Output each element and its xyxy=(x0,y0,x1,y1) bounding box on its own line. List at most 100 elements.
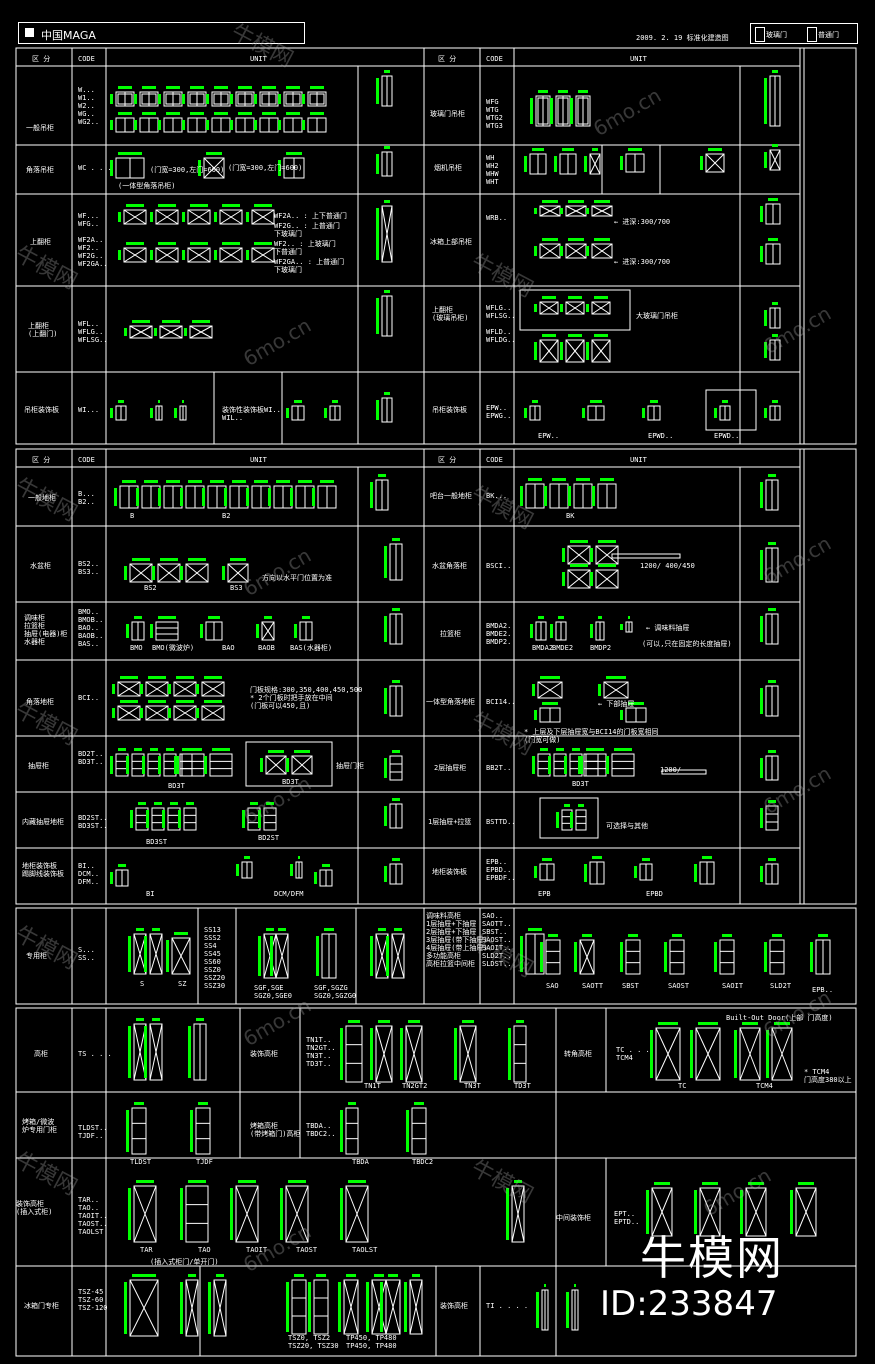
dimension-mark xyxy=(528,478,542,481)
tsz-label-0: TSZ0, TSZ2 TSZ20, TSZ30 xyxy=(288,1334,339,1350)
code-bdst: BD2ST.. BD3ST.. xyxy=(78,814,108,830)
cabinet-door-line xyxy=(459,1025,477,1083)
cabinet-door-line xyxy=(173,681,197,697)
dimension-mark xyxy=(222,566,225,580)
epb-label-0: BI xyxy=(146,890,155,898)
dimension-mark xyxy=(196,1018,204,1021)
note-wf2g: WF2G.. : 上普通门 下玻璃门 xyxy=(274,222,340,238)
tall-bottom-10: EPB.. xyxy=(812,986,834,994)
dimension-mark xyxy=(190,204,208,207)
dimension-mark xyxy=(538,90,548,93)
dimension-mark xyxy=(124,1282,127,1334)
dimension-mark xyxy=(142,112,156,115)
epw-label-1: EPWD.. xyxy=(648,432,674,440)
dimension-mark xyxy=(506,1188,509,1240)
cabinet-door-line xyxy=(565,243,587,259)
cabinet-outline xyxy=(187,209,211,225)
dimension-mark xyxy=(230,558,246,561)
cabinet-door-line xyxy=(655,1027,681,1081)
dimension-mark xyxy=(244,856,250,859)
dimension-mark xyxy=(388,1274,398,1277)
dimension-mark xyxy=(200,624,203,638)
dimension-mark xyxy=(190,1110,193,1152)
cabinet-door-line xyxy=(275,933,289,979)
dimension-mark xyxy=(772,302,778,305)
dimension-mark xyxy=(286,758,289,772)
dimension-mark xyxy=(264,616,272,619)
dimension-mark xyxy=(558,90,568,93)
cabinet-door-line xyxy=(595,569,619,589)
dimension-mark xyxy=(548,756,551,774)
dimension-mark xyxy=(168,684,171,694)
cabinet-outline xyxy=(291,755,313,775)
tn-label-3: TD3T xyxy=(514,1082,531,1090)
dimension-mark xyxy=(768,800,776,803)
section-label-oven: 烤箱/微波 炉专用门柜 xyxy=(22,1118,57,1134)
code-tbd: TBDA.. TBDC2.. xyxy=(306,1122,336,1138)
dimension-mark xyxy=(206,152,222,155)
code-bb2t: BB2T.. xyxy=(486,764,512,772)
dimension-mark xyxy=(132,320,150,323)
dimension-mark xyxy=(818,934,828,937)
dimension-mark xyxy=(188,480,202,483)
cabinet-outline xyxy=(719,939,735,975)
bm-label-0: BMO xyxy=(130,644,143,652)
dimension-mark xyxy=(254,94,257,104)
upper-table-frame xyxy=(15,47,857,445)
dimension-mark xyxy=(258,810,261,828)
dimension-mark xyxy=(188,1026,191,1078)
cabinet-outline xyxy=(575,809,587,831)
dimension-mark xyxy=(384,392,390,395)
note-wf2: WF2.. : 上玻璃门 下普通门 xyxy=(274,240,336,256)
dimension-mark xyxy=(378,928,386,931)
dimension-mark xyxy=(414,1102,424,1105)
note-large-glass: 大玻璃门吊柜 xyxy=(636,312,678,320)
cabinet-door-line xyxy=(157,563,181,583)
bs-label-1: BS3 xyxy=(230,584,243,592)
dimension-mark xyxy=(208,616,220,619)
tall-bottom-5: SAOTT xyxy=(582,982,604,990)
note-wc2: (门宽=300,左门=600) xyxy=(228,164,303,172)
dimension-mark xyxy=(166,480,180,483)
section-label-corner-base: 角落地柜 xyxy=(26,698,54,706)
dimension-mark xyxy=(152,1018,160,1021)
dimension-mark xyxy=(572,748,580,751)
tn-label-2: TN3T xyxy=(464,1082,481,1090)
dimension-mark xyxy=(534,342,537,360)
section-label-fridge-tall: 烤箱高柜 (带烤箱门)高柜 xyxy=(250,1122,301,1138)
dimension-mark xyxy=(384,290,390,293)
tall-bottom-7: SAOST xyxy=(668,982,690,990)
code-tn: TN1T.. TN2GT.. TN3T.. TD3T.. xyxy=(306,1036,336,1068)
tall-bottom-1: SZ xyxy=(178,980,187,988)
cabinet-door-line xyxy=(745,1187,767,1237)
cabinet-door-line xyxy=(589,153,601,175)
cabinet-outline xyxy=(345,1025,363,1083)
dimension-mark xyxy=(238,1180,256,1183)
dimension-mark xyxy=(384,70,390,73)
cabinet-door-line xyxy=(187,209,211,225)
dimension-mark xyxy=(166,86,180,89)
dimension-mark xyxy=(206,94,209,104)
dimension-mark xyxy=(582,934,592,937)
dimension-mark xyxy=(370,1028,373,1080)
cabinet-outline xyxy=(405,1025,423,1083)
dimension-mark xyxy=(120,700,138,703)
dimension-mark xyxy=(114,488,117,506)
dimension-mark xyxy=(294,1274,304,1277)
cabinet-door-line xyxy=(539,243,561,259)
dimension-mark xyxy=(590,572,593,586)
dimension-mark xyxy=(384,200,390,203)
dimension-mark xyxy=(182,250,185,260)
cabinet-door-line xyxy=(149,1023,163,1081)
legend: 玻璃门 普通门 xyxy=(750,23,858,44)
dimension-mark xyxy=(764,310,767,326)
bm-label-2: BAO xyxy=(222,644,235,652)
dimension-mark xyxy=(276,480,290,483)
section-label-fridge-door: 冰箱门专柜 xyxy=(24,1302,59,1310)
dimension-mark xyxy=(748,1182,764,1185)
dimension-mark xyxy=(760,550,763,580)
epw-label-0: EPW.. xyxy=(538,432,560,440)
dimension-mark xyxy=(288,1180,306,1183)
dimension-mark xyxy=(764,152,767,168)
tar-label-3: TAOST xyxy=(296,1246,318,1254)
